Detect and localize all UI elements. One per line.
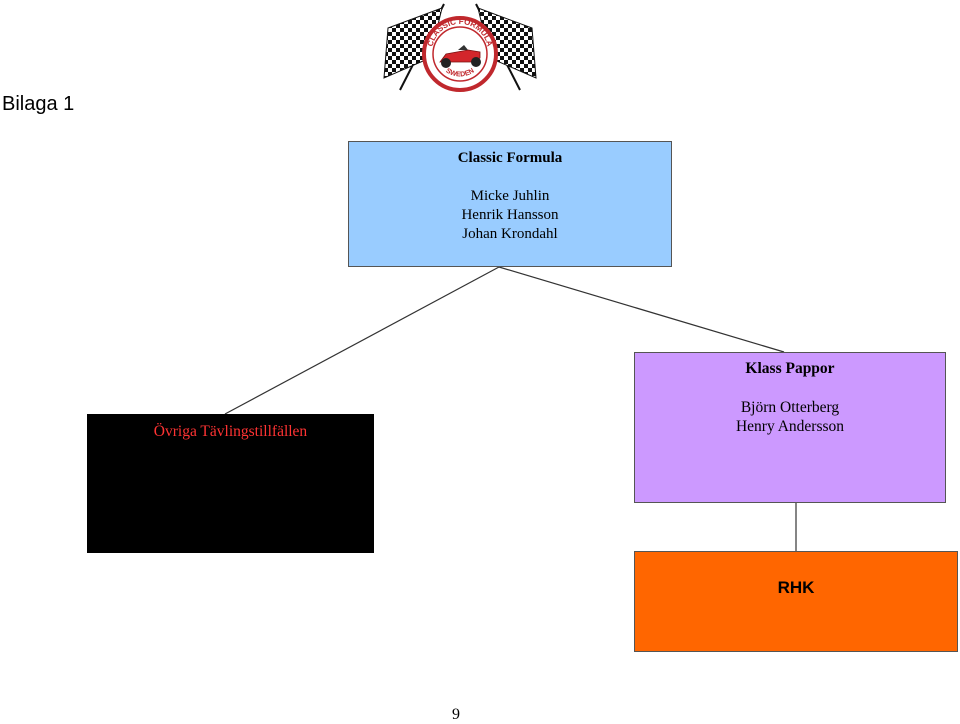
node-members: Micke Juhlin Henrik Hansson Johan Kronda… xyxy=(349,187,671,244)
node-title: RHK xyxy=(777,578,815,597)
member-name: Björn Otterberg xyxy=(740,399,840,416)
node-rhk: RHK xyxy=(634,551,958,652)
race-car-icon xyxy=(439,45,481,68)
node-title: Classic Formula xyxy=(457,150,563,166)
node-title: Klass Pappor xyxy=(745,360,835,377)
connector-cf-to-ovriga xyxy=(224,266,500,415)
logo-bottom-text: SWEDEN xyxy=(445,67,476,78)
member-name: Johan Krondahl xyxy=(462,226,558,242)
connector-cf-to-klass-pappor xyxy=(498,266,785,353)
node-title: Övriga Tävlingstillfällen xyxy=(153,423,308,440)
member-name: Henrik Hansson xyxy=(461,207,559,223)
page-number: 9 xyxy=(452,706,460,723)
classic-formula-logo: CLASSIC FORMULA SWEDEN xyxy=(383,3,537,92)
svg-text:SWEDEN: SWEDEN xyxy=(445,67,476,78)
node-klass-pappor: Klass Pappor Björn Otterberg Henry Ander… xyxy=(634,352,946,503)
appendix-label: Bilaga 1 xyxy=(2,93,75,115)
node-members: Björn Otterberg Henry Andersson xyxy=(635,398,945,436)
member-name: Henry Andersson xyxy=(735,418,845,435)
node-classic-formula: Classic Formula Micke Juhlin Henrik Hans… xyxy=(348,141,672,267)
member-name: Micke Juhlin xyxy=(470,188,550,204)
node-ovriga-tavlingstillfallen: Övriga Tävlingstillfällen xyxy=(87,414,374,553)
